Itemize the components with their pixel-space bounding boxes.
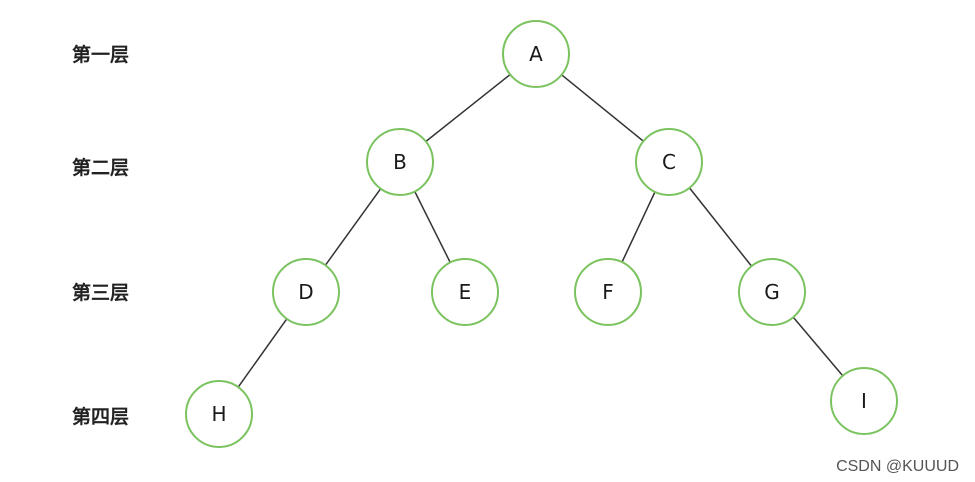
edge-G-I — [792, 316, 844, 377]
edge-B-D — [324, 188, 382, 266]
node-label-C: C — [662, 150, 676, 174]
node-label-G: G — [764, 280, 780, 304]
edge-B-E — [414, 191, 451, 263]
level-label-4: 第四层 — [72, 405, 129, 428]
node-label-A: A — [529, 42, 543, 66]
node-label-D: D — [298, 280, 313, 304]
node-circle-C — [635, 128, 703, 196]
level-label-1: 第一层 — [72, 43, 129, 66]
node-circle-H — [185, 380, 253, 448]
tree-node-A: A — [502, 20, 570, 88]
level-labels: 第一层 第二层 第三层 第四层 — [72, 43, 129, 428]
tree-node-G: G — [738, 258, 806, 326]
edge-A-B — [425, 73, 511, 143]
edge-A-C — [561, 74, 644, 142]
node-label-H: H — [211, 402, 226, 426]
tree-node-F: F — [574, 258, 642, 326]
tree-node-B: B — [366, 128, 434, 196]
node-circle-E — [431, 258, 499, 326]
node-label-I: I — [861, 389, 867, 413]
tree-node-E: E — [431, 258, 499, 326]
tree-edges — [237, 73, 844, 388]
watermark: CSDN @KUUUD — [836, 458, 959, 475]
tree-node-C: C — [635, 128, 703, 196]
tree-node-D: D — [272, 258, 340, 326]
level-label-3: 第三层 — [72, 281, 129, 304]
edge-C-F — [621, 191, 656, 263]
node-label-E: E — [459, 280, 472, 304]
node-circle-A — [502, 20, 570, 88]
node-circle-G — [738, 258, 806, 326]
node-circle-B — [366, 128, 434, 196]
edge-C-G — [688, 187, 753, 267]
node-circle-D — [272, 258, 340, 326]
tree-nodes: A B C D E F G H I — [185, 20, 898, 448]
node-label-B: B — [393, 150, 407, 174]
tree-node-I: I — [830, 367, 898, 435]
tree-node-H: H — [185, 380, 253, 448]
node-label-F: F — [602, 280, 614, 304]
level-label-2: 第二层 — [72, 156, 129, 179]
node-circle-I — [830, 367, 898, 435]
edge-D-H — [237, 318, 288, 388]
node-circle-F — [574, 258, 642, 326]
